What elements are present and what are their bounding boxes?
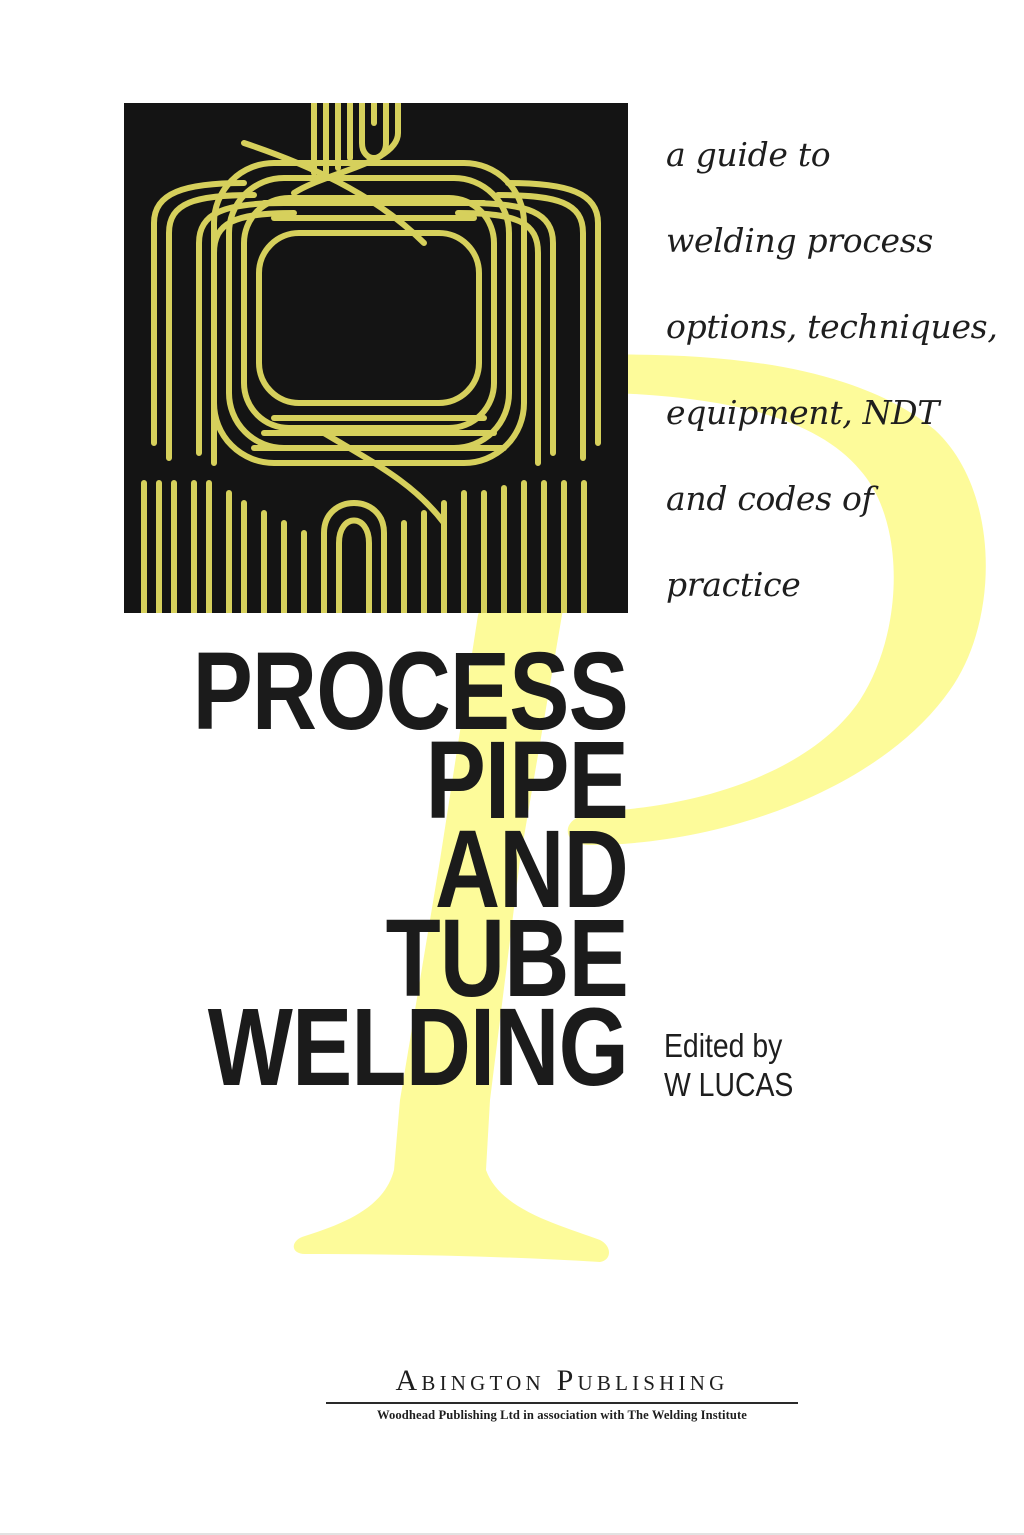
- cover-photo: [124, 103, 628, 613]
- publisher-subline: Woodhead Publishing Ltd in association w…: [377, 1408, 747, 1422]
- editor-name: W LUCAS: [664, 1066, 794, 1103]
- tagline-line: a guide to: [666, 135, 831, 174]
- tagline-line: options, techniques,: [666, 307, 998, 346]
- editor-label: Edited by: [664, 1027, 783, 1064]
- tagline-line: practice: [666, 565, 801, 604]
- title-line: PROCESS: [192, 630, 629, 753]
- title-line: WELDING: [207, 986, 629, 1109]
- tagline-line: and codes of: [666, 479, 874, 518]
- tagline-line: welding process: [666, 221, 934, 260]
- title-line: AND: [435, 808, 629, 931]
- pipe-coil-illustration: [141, 103, 601, 613]
- cover-tagline: a guide to welding process options, tech…: [666, 112, 998, 628]
- publisher-name: Abington Publishing: [395, 1364, 729, 1397]
- title-line: TUBE: [385, 897, 629, 1020]
- book-title: PROCESS PIPE AND TUBE WELDING: [97, 630, 629, 1109]
- title-line: PIPE: [425, 719, 629, 842]
- tagline-line: equipment, NDT: [666, 393, 940, 432]
- editor-credit: Edited by W LUCAS: [664, 1026, 814, 1104]
- publisher-divider: [326, 1402, 798, 1404]
- publisher-block: Abington Publishing Woodhead Publishing …: [326, 1362, 798, 1423]
- page-bottom-edge: [0, 1533, 1024, 1535]
